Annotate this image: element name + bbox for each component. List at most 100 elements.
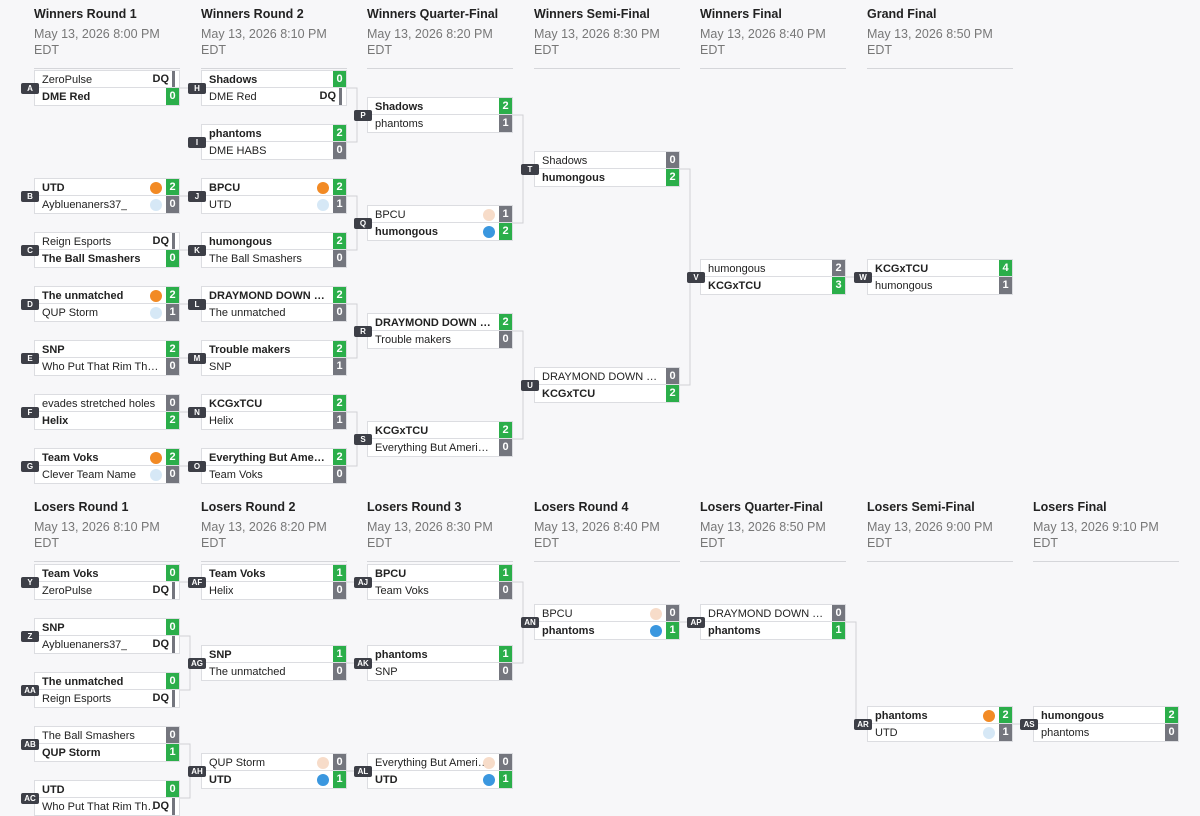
match-card[interactable]: DRAYMOND DOWN THE MIDDLE0phantoms1AP [687,604,846,640]
match-slot[interactable]: DRAYMOND DOWN THE MIDDLE0 [700,604,846,622]
match-slot[interactable]: Aybluenaners37_DQ [34,636,180,654]
match-card[interactable]: DRAYMOND DOWN THE MIDDLE0KCGxTCU2U [521,367,680,403]
match-slot[interactable]: Who Put That Rim There?DQ [34,798,180,816]
match-slot[interactable]: Aybluenaners37_0 [34,196,180,214]
match-slot[interactable]: DRAYMOND DOWN THE MIDDLE2 [367,313,513,331]
match-slot[interactable]: Who Put That Rim There?0 [34,358,180,376]
match-card[interactable]: DRAYMOND DOWN THE MIDDLE2Trouble makers0… [354,313,513,349]
